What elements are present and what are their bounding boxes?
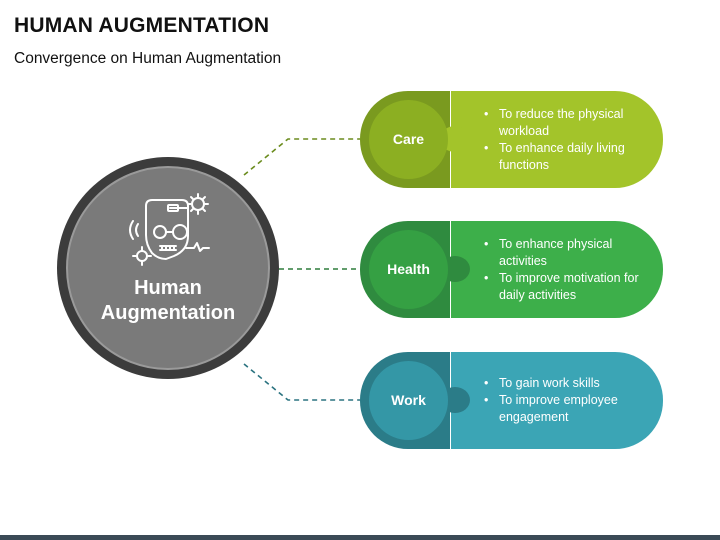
list-item: To enhance daily living functions: [484, 140, 654, 174]
list-item: To reduce the physical workload: [484, 106, 654, 140]
branch-care-label: Care: [392, 131, 425, 147]
branch-care-node: [369, 100, 448, 179]
branch-care-points: To reduce the physical workload To enhan…: [484, 91, 654, 188]
branch-care: Care To reduce the physical workload To …: [360, 91, 663, 188]
branch-health: Health To enhance physical activities To…: [360, 221, 663, 318]
branch-work-node: [369, 361, 448, 440]
list-item: To improve employee engagement: [484, 392, 654, 426]
list-item: To gain work skills: [484, 375, 654, 392]
branch-health-points: To enhance physical activities To improv…: [484, 221, 654, 318]
page-title: HUMAN AUGMENTATION: [14, 14, 270, 37]
footer-bar: [0, 535, 720, 540]
hub-label-line1: Human: [134, 277, 202, 299]
branch-work-points: To gain work skills To improve employee …: [484, 352, 654, 449]
branch-health-node: [369, 230, 448, 309]
branch-health-label: Health: [387, 261, 430, 277]
branch-work: Work To gain work skills To improve empl…: [360, 352, 663, 449]
list-item: To enhance physical activities: [484, 236, 654, 270]
branch-work-label: Work: [391, 392, 426, 408]
connector-care: [243, 138, 360, 176]
cyborg-head-icon: [129, 193, 210, 266]
connector-work: [243, 363, 360, 401]
page-subtitle: Convergence on Human Augmentation: [14, 50, 282, 67]
hub-label: Human Augmentation: [66, 276, 270, 326]
hub-label-line2: Augmentation: [100, 302, 236, 324]
list-item: To improve motivation for daily activiti…: [484, 270, 654, 304]
